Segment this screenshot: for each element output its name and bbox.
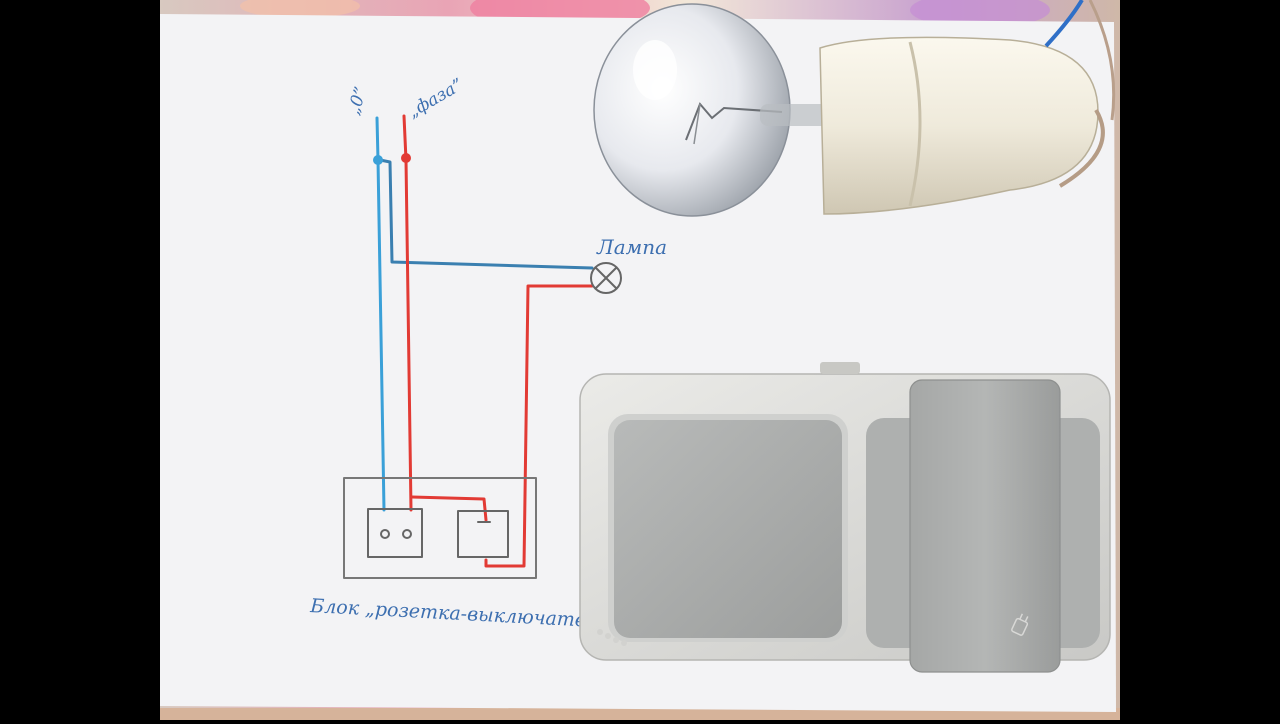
switched-phase-wire-to-lamp bbox=[484, 284, 594, 568]
light-bulb bbox=[593, 3, 830, 217]
block-outline bbox=[343, 477, 537, 579]
lamp-cross-circle-icon bbox=[590, 262, 622, 294]
lamp-label: Лампа bbox=[596, 235, 667, 259]
socket-switch-device bbox=[579, 362, 1111, 673]
plug-icon bbox=[1011, 613, 1029, 636]
brown-cable bbox=[1088, 0, 1116, 121]
switch-square-icon bbox=[457, 510, 509, 558]
neutral-wire-to-lamp bbox=[378, 158, 594, 270]
floral-strip-bottom bbox=[160, 708, 1120, 720]
socket-two-hole-icon bbox=[367, 508, 423, 558]
socket-lid bbox=[909, 379, 1061, 673]
lamp-socket bbox=[819, 0, 1116, 215]
blue-cable bbox=[1044, 0, 1084, 48]
wiring-diagram bbox=[343, 114, 622, 579]
phase-node-dot bbox=[401, 153, 411, 163]
floral-pattern bbox=[240, 0, 360, 18]
device-latch bbox=[820, 362, 860, 374]
switch-key bbox=[614, 420, 842, 638]
device-dots bbox=[597, 629, 627, 646]
neutral-node-dot bbox=[373, 155, 383, 165]
phase-wire-to-switch bbox=[410, 495, 488, 522]
